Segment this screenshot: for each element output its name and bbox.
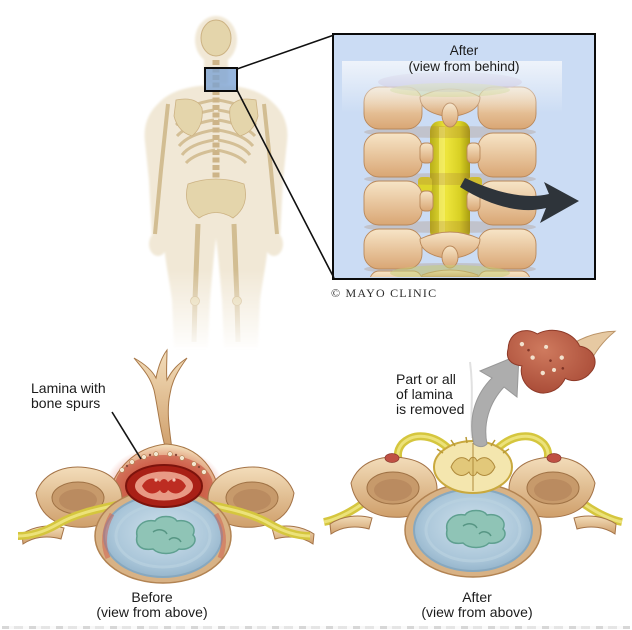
after-caption-sub: (view from above)	[421, 604, 533, 621]
fade-fog	[342, 61, 562, 113]
inset-title-line1: After	[449, 43, 479, 58]
ligament-tint-bottom	[390, 265, 510, 277]
inset-panel: After (view from behind)	[332, 33, 596, 280]
spinal-canal	[125, 464, 203, 508]
neck-highlight-box	[204, 67, 238, 92]
disc-nucleus	[445, 509, 506, 549]
scapula-left	[173, 98, 203, 137]
after-caption: After (view from above)	[377, 589, 577, 621]
pelvis	[186, 178, 246, 219]
inset-title-line2: (view from behind)	[408, 58, 520, 74]
mayo-clinic-credit: © MAYO CLINIC	[331, 286, 438, 300]
after-caption-title: After	[462, 589, 492, 605]
spinous-process	[133, 348, 188, 451]
before-caption-sub: (view from above)	[96, 604, 208, 621]
inset-title: After (view from behind)	[334, 43, 594, 74]
before-caption: Before (view from above)	[52, 589, 252, 621]
lamina-bone-spurs-label: Lamina with bone spurs	[31, 381, 106, 411]
cervical-vertebrae	[363, 86, 537, 277]
lamina-cut-right	[546, 453, 562, 463]
nerve-root-left	[18, 498, 131, 540]
lamina-removed-label: Part or all of lamina is removed	[396, 372, 464, 417]
removal-arrow-icon	[471, 354, 520, 448]
cropped-text-remnant	[2, 626, 630, 629]
label-line: of lamina	[396, 385, 453, 402]
label-line: Part or all	[396, 371, 456, 387]
skull	[200, 19, 232, 57]
removed-lamina-fragment	[506, 329, 617, 394]
skeleton-figure	[144, 16, 288, 348]
before-caption-title: Before	[131, 589, 173, 605]
label-line: Lamina with	[31, 380, 106, 396]
dural-sac	[433, 436, 513, 494]
lamina-cut-left	[384, 453, 400, 463]
fragment-spurs	[519, 341, 564, 376]
nerve-root-right	[197, 498, 311, 540]
inflamed-tissue	[102, 512, 226, 559]
direction-arrow-icon	[460, 178, 579, 223]
disc-nucleus	[135, 515, 196, 555]
label-line: is removed	[396, 400, 465, 417]
before-vertebra-illustration	[18, 348, 315, 584]
cervical-spine-posterior-view	[342, 61, 579, 277]
label-line: bone spurs	[31, 394, 101, 411]
after-vertebra-illustration	[323, 329, 623, 578]
transverse-processes	[329, 515, 617, 535]
